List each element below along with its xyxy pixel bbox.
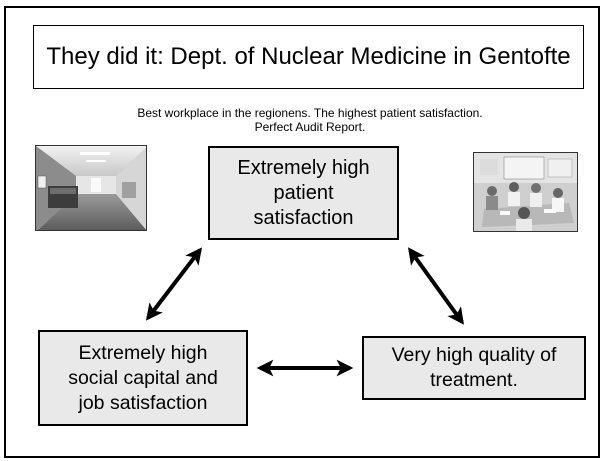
node-top-line-1: Extremely high <box>237 156 370 179</box>
node-left-line-2: social capital and <box>68 366 218 389</box>
node-top-line-2: patient <box>273 181 334 204</box>
slide-title: They did it: Dept. of Nuclear Medicine i… <box>33 25 584 89</box>
subtitle-line-2: Perfect Audit Report. <box>254 120 366 134</box>
node-patient-satisfaction: Extremely high patient satisfaction <box>208 146 399 240</box>
node-treatment-quality: Very high quality of treatment. <box>362 336 586 400</box>
staff-meeting-photo <box>473 152 578 232</box>
node-right-line-2: treatment. <box>430 369 518 391</box>
node-top-line-3: satisfaction <box>253 206 354 229</box>
slide-subtitle: Best workplace in the regionens. The hig… <box>40 106 580 134</box>
slide-title-text: They did it: Dept. of Nuclear Medicine i… <box>46 43 571 70</box>
hospital-corridor-photo <box>35 145 147 231</box>
subtitle-line-1: Best workplace in the regionens. The hig… <box>137 106 483 120</box>
node-social-capital: Extremely high social capital and job sa… <box>38 330 248 426</box>
node-right-line-1: Very high quality of <box>391 344 557 366</box>
node-left-line-1: Extremely high <box>78 341 208 364</box>
node-left-line-3: job satisfaction <box>78 391 208 414</box>
